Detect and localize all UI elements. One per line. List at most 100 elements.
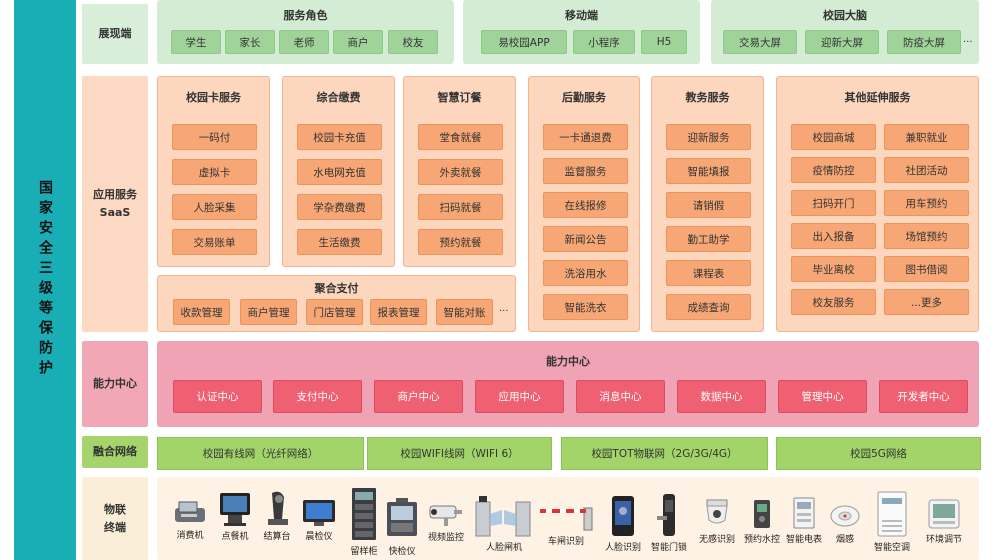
service-item[interactable]: 门店管理 [306,299,363,325]
panel-title: 服务角色 [283,9,328,22]
mobile-app[interactable]: 易校园APP [481,30,567,54]
device-label: 人脸闸机 [485,543,522,553]
device-label: 智能电表 [786,535,823,545]
mobile-h5[interactable]: H5 [641,30,687,54]
role-alumni[interactable]: 校友 [388,30,438,54]
card-logistics: 后勤服务 一卡通退费 监督服务 在线报修 新闻公告 洗浴用水 智能洗衣 [528,76,640,332]
service-item[interactable]: 人脸采集 [172,194,257,220]
service-item[interactable]: 场馆预约 [884,223,969,249]
service-item[interactable]: 请销假 [666,192,751,218]
service-item[interactable]: 社团活动 [884,157,969,183]
service-item[interactable]: 智能对账 [436,299,493,325]
service-item[interactable]: 报表管理 [370,299,427,325]
device-ordering-kiosk[interactable]: 点餐机 [216,491,254,542]
security-sidebar: 国家安全三级等保防护 [14,0,76,560]
service-item[interactable]: 兼职就业 [884,124,969,150]
camera-icon [429,505,462,526]
service-item[interactable]: 虚拟卡 [172,159,257,185]
screen-welcome[interactable]: 迎新大屏 [805,30,879,54]
device-label: 烟感 [835,535,854,545]
service-item[interactable]: 勤工助学 [666,226,751,252]
service-item[interactable]: 在线报修 [543,192,628,218]
device-fast-test[interactable]: 快检仪 [384,496,420,557]
service-item[interactable]: 外卖就餐 [418,159,503,185]
device-car-barrier[interactable]: 车闸识别 [536,500,596,547]
service-item[interactable]: 校园商城 [791,124,876,150]
network-wifi[interactable]: 校园WIFI线网（WIFI 6） [367,437,552,470]
layer-label-ability: 能力中心 [82,341,148,427]
ability-item[interactable]: 应用中心 [475,380,564,413]
service-item[interactable]: 扫码就餐 [418,194,503,220]
device-environment-panel[interactable]: 环境调节 [925,498,963,545]
environment-panel-icon [928,499,960,529]
layer-label-display: 展现端 [82,4,148,64]
service-item[interactable]: 新闻公告 [543,226,628,252]
pos-terminal-icon [175,501,205,522]
device-health-check[interactable]: 晨检仪 [300,497,338,542]
network-5g[interactable]: 校园5G网络 [776,437,981,470]
service-item[interactable]: 校园卡充值 [297,124,382,150]
service-item[interactable]: 一码付 [172,124,257,150]
service-item[interactable]: 预约就餐 [418,229,503,255]
screen-epidemic[interactable]: 防疫大屏 [887,30,961,54]
device-sample-cabinet[interactable]: 留样柜 [348,486,380,557]
role-merchant[interactable]: 商户 [333,30,383,54]
ability-item[interactable]: 开发者中心 [879,380,968,413]
service-item[interactable]: 迎新服务 [666,124,751,150]
ability-item[interactable]: 数据中心 [677,380,766,413]
device-label: 人脸识别 [605,543,642,553]
ability-item[interactable]: 管理中心 [778,380,867,413]
card-title: 校园卡服务 [186,91,241,104]
ability-item[interactable]: 支付中心 [273,380,362,413]
service-item[interactable]: 交易账单 [172,229,257,255]
network-wired[interactable]: 校园有线网（光纤网络） [157,437,364,470]
service-item[interactable]: 成绩查询 [666,294,751,320]
service-item[interactable]: 收款管理 [173,299,230,325]
mobile-miniprogram[interactable]: 小程序 [573,30,635,54]
device-air-conditioner[interactable]: 智能空调 [872,490,912,553]
service-item[interactable]: 课程表 [666,260,751,286]
device-smoke-detector[interactable]: 烟感 [828,502,862,545]
device-water-control[interactable]: 预约水控 [744,498,780,545]
service-item[interactable]: 扫码开门 [791,190,876,216]
ability-item[interactable]: 商户中心 [374,380,463,413]
service-item[interactable]: 疫情防控 [791,157,876,183]
device-smart-lock[interactable]: 智能门锁 [651,492,687,553]
service-item[interactable]: 一卡通退费 [543,124,628,150]
service-item[interactable]: 图书借阅 [884,256,969,282]
screen-trade[interactable]: 交易大屏 [723,30,797,54]
card-title: 综合缴费 [316,91,361,104]
network-iot[interactable]: 校园TOT物联网（2G/3G/4G） [561,437,768,470]
device-smart-meter[interactable]: 智能电表 [786,496,822,545]
service-item[interactable]: 出入报备 [791,223,876,249]
service-item[interactable]: 水电网充值 [297,159,382,185]
service-item[interactable]: 智能洗衣 [543,294,628,320]
service-item[interactable]: 商户管理 [240,299,297,325]
device-label: 消费机 [176,531,204,541]
layer-label-saas: 应用服务 SaaS [82,76,148,332]
device-pos-terminal[interactable]: 消费机 [171,496,209,541]
device-face-recognition[interactable]: 人脸识别 [605,494,641,553]
service-item[interactable]: 监督服务 [543,158,628,184]
sample-cabinet-icon [352,488,376,540]
service-item[interactable]: 洗浴用水 [543,260,628,286]
service-item[interactable]: 堂食就餐 [418,124,503,150]
role-parent[interactable]: 家长 [225,30,275,54]
role-student[interactable]: 学生 [171,30,221,54]
role-teacher[interactable]: 老师 [279,30,329,54]
device-checkout[interactable]: 结算台 [260,489,294,542]
ability-item[interactable]: 消息中心 [576,380,665,413]
service-item[interactable]: 学杂费缴费 [297,194,382,220]
device-face-gate[interactable]: 人脸闸机 [472,492,536,553]
service-item[interactable]: 校友服务 [791,289,876,315]
service-item[interactable]: 毕业离校 [791,256,876,282]
device-dome-sensor[interactable]: 无感识别 [699,496,735,545]
service-item[interactable]: 用车预约 [884,190,969,216]
service-item[interactable]: 生活缴费 [297,229,382,255]
card-title: 后勤服务 [562,91,606,104]
ability-item[interactable]: 认证中心 [173,380,262,413]
device-camera[interactable]: 视频监控 [426,498,466,543]
panel-title: 校园大脑 [823,9,867,22]
more-services-button[interactable]: ...更多 [884,289,969,315]
service-item[interactable]: 智能填报 [666,158,751,184]
